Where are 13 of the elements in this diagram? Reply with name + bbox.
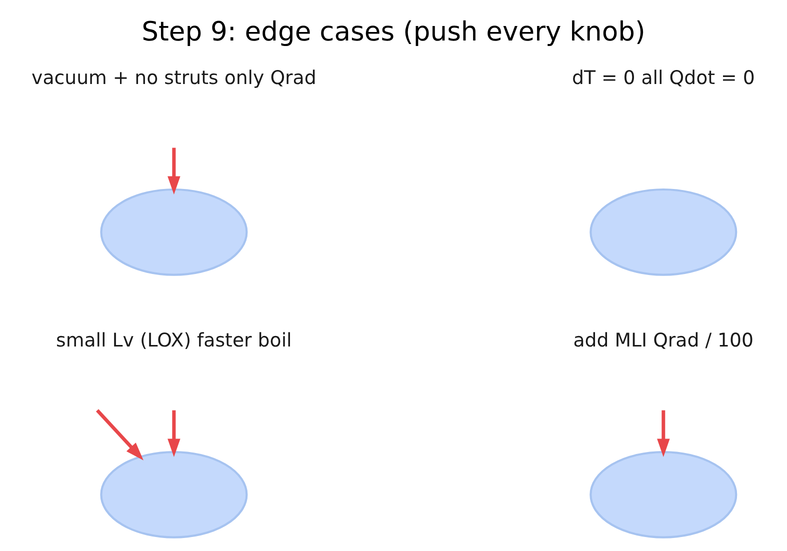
arrow [96, 409, 144, 460]
label: dT = 0 all Qdot = 0 [572, 67, 755, 90]
node-ellipse [100, 188, 248, 276]
node-ellipse [590, 450, 738, 538]
node-ellipse [100, 450, 248, 538]
label: add MLI Qrad / 100 [573, 330, 754, 352]
arrow [168, 148, 180, 194]
label: vacuum + no struts only Qrad [32, 67, 316, 90]
arrow [657, 410, 670, 458]
node-ellipse [590, 188, 738, 276]
diagram-title: Step 9: edge cases (push every knob) [142, 16, 646, 48]
arrow [168, 410, 180, 458]
label: small Lv (LOX) faster boil [56, 330, 292, 352]
